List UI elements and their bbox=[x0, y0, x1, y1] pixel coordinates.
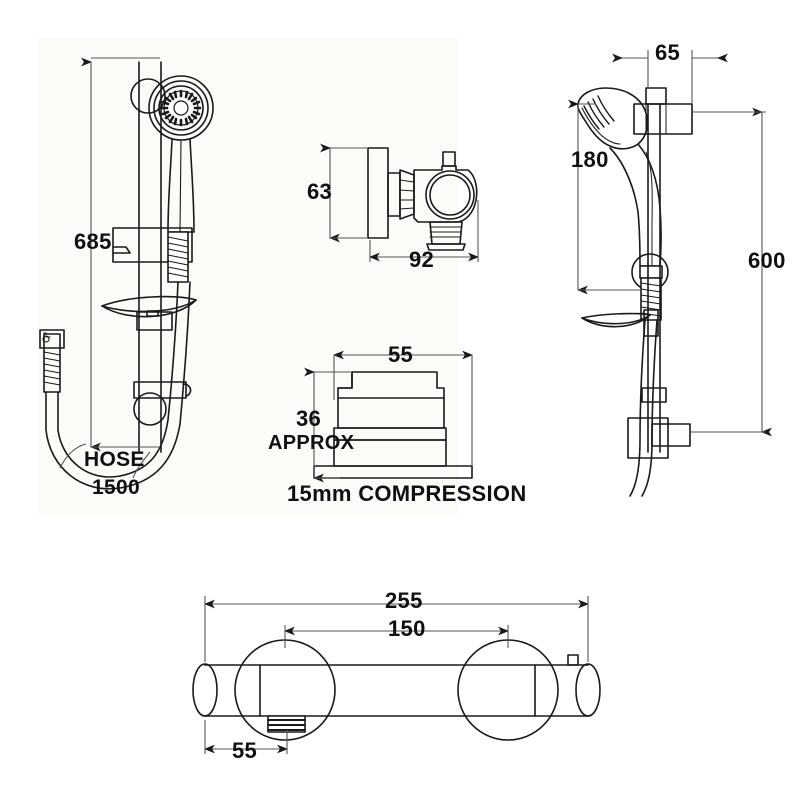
dimension-label-180: 180 bbox=[571, 147, 609, 172]
hose-note-leaders bbox=[59, 443, 151, 479]
dimension-label-63: 63 bbox=[307, 179, 333, 204]
dimension-65 bbox=[612, 50, 728, 104]
dimension-label-600: 600 bbox=[748, 248, 786, 273]
dimension-label-92: 92 bbox=[409, 247, 435, 272]
dimension-55-fitting bbox=[332, 350, 474, 466]
dimension-685 bbox=[81, 57, 160, 452]
view-slide-rail-side bbox=[577, 87, 693, 497]
dimension-55-valve bbox=[203, 720, 289, 754]
dimension-36 bbox=[304, 367, 352, 483]
note-label-hose-length: 1500 bbox=[92, 476, 140, 499]
dimension-92 bbox=[368, 200, 480, 262]
dimension-label-approx: APPROX bbox=[268, 432, 355, 454]
note-label-hose: HOSE bbox=[84, 448, 145, 471]
dimension-label-36: 36 bbox=[296, 406, 322, 431]
dimension-label-55-valve: 55 bbox=[232, 738, 258, 763]
dimension-label-685: 685 bbox=[74, 229, 112, 254]
note-label-compression: 15mm COMPRESSION bbox=[287, 481, 527, 506]
dimension-180 bbox=[568, 99, 640, 295]
view-elbow-valve bbox=[367, 147, 478, 251]
view-slide-rail-front bbox=[39, 61, 214, 490]
dimension-label-255: 255 bbox=[385, 588, 423, 613]
dimension-label-55-fitting: 55 bbox=[388, 342, 414, 367]
drawing-panel-background bbox=[38, 38, 458, 516]
view-bar-valve bbox=[192, 639, 601, 741]
dimension-label-65: 65 bbox=[655, 40, 681, 65]
dimension-150 bbox=[283, 625, 510, 648]
dimension-255 bbox=[203, 596, 590, 662]
dimension-63 bbox=[320, 143, 368, 243]
dimension-label-150: 150 bbox=[388, 616, 426, 641]
dimension-600 bbox=[690, 107, 772, 437]
